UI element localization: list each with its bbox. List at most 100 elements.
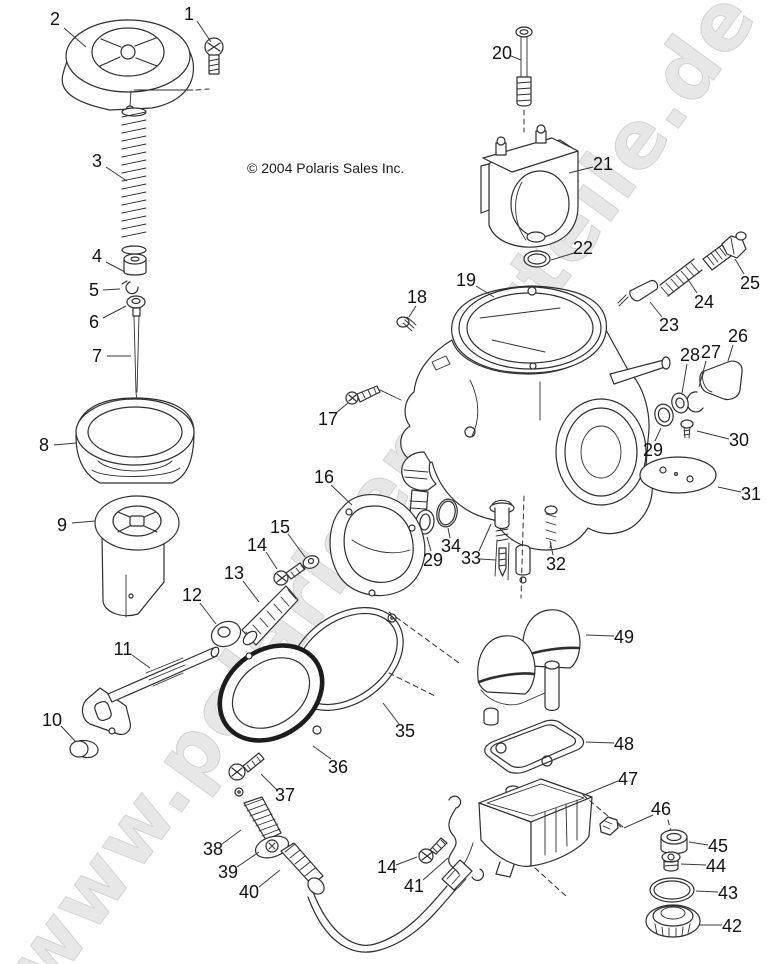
part-49-float — [477, 609, 581, 726]
part-8-diaphragm — [75, 397, 195, 484]
leader-line-21 — [568, 166, 594, 174]
leader-line-8 — [53, 442, 77, 446]
leader-line-4 — [105, 261, 126, 273]
callout-label-36: 36 — [328, 757, 348, 777]
part-19-gasket-ring — [451, 285, 607, 374]
leader-line-36 — [312, 745, 332, 760]
callout-label-28: 28 — [680, 345, 700, 365]
leader-line-47 — [583, 780, 619, 796]
leader-line-28 — [681, 363, 688, 394]
callout-label-12: 12 — [182, 585, 202, 605]
callout-label-41: 41 — [404, 876, 424, 896]
part-44-valve-seat — [661, 851, 681, 872]
leader-line-27 — [698, 360, 707, 388]
leader-line-41 — [422, 857, 449, 881]
part-23-adjuster-tip — [617, 279, 659, 307]
leader-line-29 — [654, 427, 662, 442]
part-25-adjuster-screw — [702, 231, 747, 271]
callout-label-9: 9 — [57, 515, 67, 535]
leader-line-35 — [382, 702, 400, 725]
part-38-spring — [234, 787, 282, 841]
part-34-o-ring — [436, 498, 458, 528]
part-43-o-ring — [649, 877, 695, 903]
callout-label-42: 42 — [722, 916, 742, 936]
callout-label-34: 34 — [441, 536, 461, 556]
callout-label-46: 46 — [651, 799, 671, 819]
callout-label-13: 13 — [224, 563, 244, 583]
leader-line-14 — [395, 856, 418, 866]
part-17-screw — [345, 385, 402, 405]
diagram-artwork — [61, 19, 747, 953]
leader-line-30 — [696, 430, 730, 440]
callout-label-37: 37 — [275, 785, 295, 805]
leader-line-19 — [475, 285, 495, 298]
callout-layer: 1234567891011121314151617181920212223242… — [39, 4, 761, 936]
callout-label-3: 3 — [92, 151, 102, 171]
callout-label-11: 11 — [114, 639, 133, 659]
part-42-drain-plug — [645, 904, 701, 938]
leader-line-24 — [686, 277, 698, 294]
carburetor-body — [388, 329, 671, 698]
part-3-slide-spring — [121, 107, 147, 255]
copyright-text: © 2004 Polaris Sales Inc. — [247, 160, 404, 176]
part-45-cup — [660, 829, 688, 855]
part-12-washer — [210, 620, 242, 648]
part-7-jet-needle — [132, 307, 141, 398]
leader-line-49 — [585, 634, 615, 637]
callout-label-6: 6 — [89, 312, 99, 332]
leader-line-12 — [199, 602, 217, 625]
callout-label-1: 1 — [184, 4, 194, 24]
callout-label-8: 8 — [39, 435, 49, 455]
leader-line-44 — [680, 863, 707, 866]
leader-line-32 — [549, 540, 554, 556]
leader-line-40 — [258, 869, 281, 888]
leader-line-10 — [60, 725, 77, 743]
callout-label-32: 32 — [546, 554, 566, 574]
part-18-plug-screw — [396, 316, 417, 332]
part-14-screw — [273, 562, 306, 586]
leader-line-1 — [196, 20, 212, 43]
callout-label-45: 45 — [708, 836, 728, 856]
part-36-side-cover — [217, 643, 325, 743]
callout-label-5: 5 — [89, 280, 99, 300]
callout-label-43: 43 — [718, 883, 738, 903]
callout-label-30: 30 — [729, 430, 749, 450]
part-13-return-spring — [241, 585, 299, 646]
part-6-washer — [126, 295, 146, 309]
part-20-screw — [515, 26, 533, 133]
part-1-cap-screw — [204, 37, 224, 75]
part-4-retainer — [123, 253, 147, 276]
leader-line-45 — [688, 841, 709, 846]
callout-label-39: 39 — [218, 862, 238, 882]
callout-label-47: 47 — [618, 769, 638, 789]
callout-label-38: 38 — [203, 839, 223, 859]
part-11-throttle-shaft — [81, 646, 220, 735]
leader-line-18 — [408, 305, 417, 318]
callout-label-15: 15 — [270, 517, 290, 537]
callout-label-25: 25 — [740, 273, 760, 293]
callout-label-14: 14 — [247, 535, 267, 555]
part-15-washer — [302, 555, 320, 569]
leader-line-16 — [330, 484, 353, 506]
leader-line-29 — [426, 536, 432, 552]
callout-label-7: 7 — [92, 346, 102, 366]
part-9-throttle-slide — [94, 495, 180, 618]
part-30-screw — [680, 419, 694, 439]
part-26-bushing — [699, 360, 743, 401]
callout-label-26: 26 — [728, 326, 748, 346]
callout-label-35: 35 — [395, 721, 415, 741]
part-5-e-clip — [121, 280, 139, 295]
leader-line-3 — [105, 166, 128, 182]
callout-label-27: 27 — [701, 342, 721, 362]
callout-label-22: 22 — [573, 238, 593, 258]
part-16-diaphragm-cover — [329, 493, 426, 623]
leader-line-38 — [221, 829, 242, 845]
leader-line-11 — [131, 654, 151, 669]
callout-label-44: 44 — [706, 856, 726, 876]
part-28-washer — [671, 392, 689, 414]
callout-label-29: 29 — [643, 440, 663, 460]
part-39-washer-screw — [254, 835, 290, 859]
callout-label-16: 16 — [314, 467, 334, 487]
leader-line-26 — [727, 344, 734, 362]
part-22-o-ring — [523, 250, 551, 268]
